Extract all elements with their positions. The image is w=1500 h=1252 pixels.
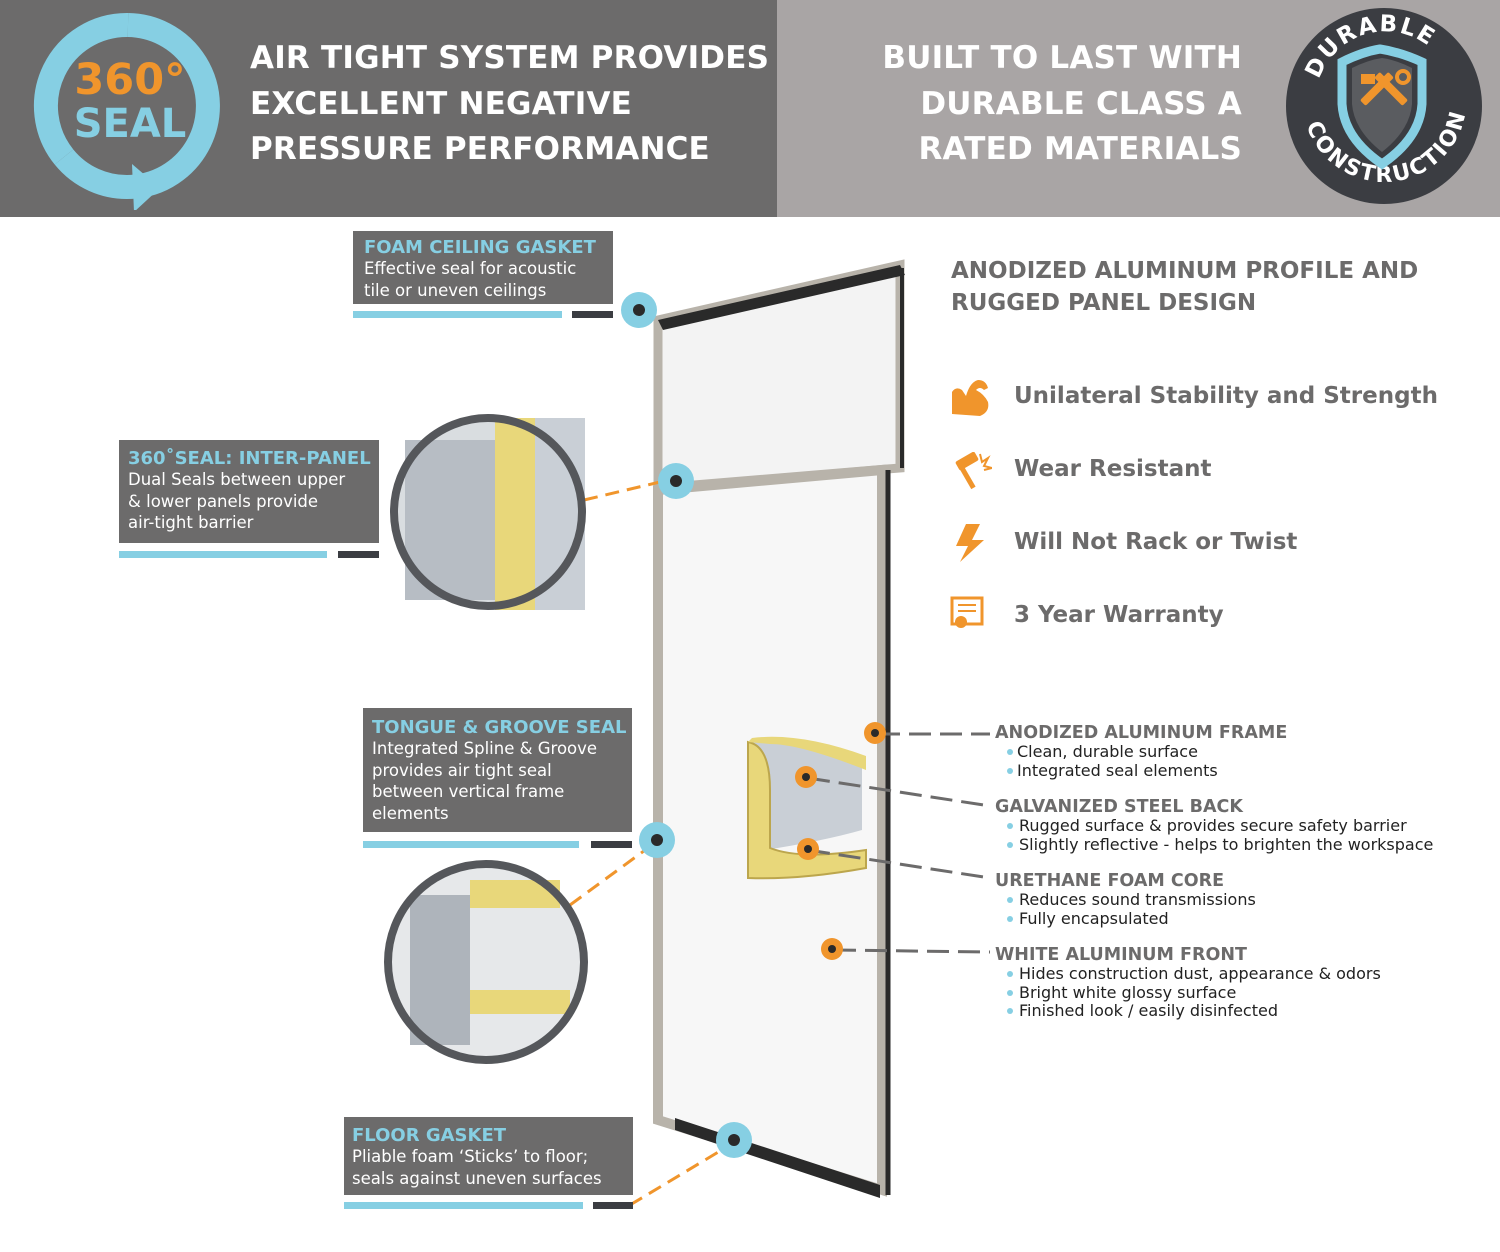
360-seal-badge <box>34 12 220 210</box>
callout-line: between vertical frame <box>372 782 565 801</box>
right-headline: BUILT TO LAST WITH DURABLE CLASS A RATED… <box>842 36 1242 173</box>
left-headline-line: AIR TIGHT SYSTEM PROVIDES <box>250 40 770 76</box>
material-entry-white-front: WHITE ALUMINUM FRONT Hides construction … <box>995 946 1381 1021</box>
callout-line: Dual Seals between upper <box>128 470 346 489</box>
callout-line: elements <box>372 803 449 823</box>
blue-marker <box>716 1122 752 1158</box>
panel-diagram <box>384 259 991 1207</box>
warranty-certificate-icon <box>950 596 984 628</box>
feature-label: 3 Year Warranty <box>1014 602 1224 628</box>
features-heading-line: ANODIZED ALUMINUM PROFILE AND <box>951 258 1419 284</box>
foam-ceiling-callout: FOAM CEILING GASKET Effective seal for a… <box>353 231 613 304</box>
material-entry-foam: URETHANE FOAM CORE Reduces sound transmi… <box>995 872 1256 928</box>
dark-underline-bar <box>593 1202 633 1209</box>
leader-lines <box>807 732 991 954</box>
blue-marker <box>639 822 675 858</box>
material-entry-frame: ANODIZED ALUMINUM FRAME Clean, durable s… <box>995 724 1287 780</box>
callout-line: tile or uneven ceilings <box>364 280 547 300</box>
right-headline-line: RATED MATERIALS <box>918 131 1242 167</box>
blue-marker <box>658 463 694 499</box>
material-bullet: Slightly reflective - helps to brighten … <box>995 835 1433 855</box>
material-bullet: Clean, durable surface <box>995 742 1287 762</box>
feature-label: Will Not Rack or Twist <box>1014 529 1298 555</box>
material-bullet: Bright white glossy surface <box>995 983 1381 1003</box>
left-headline-line: EXCELLENT NEGATIVE <box>250 85 633 122</box>
blue-underline-bar <box>363 841 579 848</box>
callout-line: & lower panels provide <box>128 491 319 511</box>
material-bullet: Rugged surface & provides secure safety … <box>995 816 1433 836</box>
blue-marker <box>621 292 657 328</box>
floor-gasket-callout: FLOOR GASKET Pliable foam ‘Sticks’ to fl… <box>344 1117 633 1195</box>
callout-line: air-tight barrier <box>128 513 254 532</box>
tongue-groove-callout: TONGUE & GROOVE SEAL Integrated Spline &… <box>363 708 632 832</box>
callout-title: FOAM CEILING GASKET <box>364 237 596 258</box>
inter-panel-callout: 360˚SEAL: INTER-PANEL Dual Seals between… <box>119 440 379 543</box>
callout-title: FLOOR GASKET <box>352 1125 507 1146</box>
right-headline-line: BUILT TO LAST WITH <box>882 40 1242 76</box>
feature-label: Wear Resistant <box>1014 456 1212 482</box>
flexed-arm-icon <box>952 380 989 416</box>
material-bullet: Reduces sound transmissions <box>995 890 1256 910</box>
orange-marker <box>864 722 886 744</box>
orange-marker <box>795 766 817 788</box>
tongue-groove-zoom-circle <box>384 860 588 1064</box>
left-headline-line: PRESSURE PERFORMANCE <box>250 131 710 167</box>
durable-construction-badge: DURABLE CONSTRUCTION <box>1286 8 1482 204</box>
inter-panel-zoom-circle <box>390 414 586 610</box>
dark-underline-bar <box>591 841 632 848</box>
seal-badge-number: 360° <box>74 55 186 105</box>
material-title: WHITE ALUMINUM FRONT <box>995 945 1247 965</box>
material-bullet: Fully encapsulated <box>995 909 1256 929</box>
callout-title: 360˚SEAL: INTER-PANEL <box>128 448 371 469</box>
left-headline: AIR TIGHT SYSTEM PROVIDES EXCELLENT NEGA… <box>250 36 769 173</box>
twist-icon <box>956 524 984 562</box>
material-title: GALVANIZED STEEL BACK <box>995 797 1243 817</box>
orange-leader-lines <box>569 480 731 1207</box>
material-bullet: Finished look / easily disinfected <box>995 1001 1381 1021</box>
material-bullet: Integrated seal elements <box>995 761 1287 781</box>
blue-underline-bar <box>353 311 562 318</box>
callout-line: Integrated Spline & Groove <box>372 739 598 758</box>
features-heading-line: RUGGED PANEL DESIGN <box>951 290 1257 316</box>
orange-marker <box>821 938 843 960</box>
callout-line: seals against uneven surfaces <box>352 1168 602 1188</box>
seal-badge-word: SEAL <box>73 101 187 147</box>
material-title: ANODIZED ALUMINUM FRAME <box>995 723 1288 743</box>
right-headline-line: DURABLE CLASS A <box>920 85 1242 122</box>
feature-label: Unilateral Stability and Strength <box>1014 383 1438 409</box>
panel-cutaway <box>747 736 867 880</box>
callout-title: TONGUE & GROOVE SEAL <box>372 717 627 738</box>
dark-underline-bar <box>338 551 379 558</box>
dark-underline-bar <box>572 311 613 318</box>
blue-underline-bar <box>119 551 327 558</box>
callout-line: provides air tight seal <box>372 760 552 780</box>
tools-icon <box>1360 69 1411 106</box>
callout-line: Pliable foam ‘Sticks’ to floor; <box>352 1147 589 1166</box>
ceiling-gasket-strip <box>658 265 905 330</box>
blue-underline-bar <box>344 1202 583 1209</box>
orange-marker <box>797 838 819 860</box>
hammer-icon <box>955 452 992 490</box>
material-bullet: Hides construction dust, appearance & od… <box>995 964 1381 984</box>
features-heading: ANODIZED ALUMINUM PROFILE AND RUGGED PAN… <box>951 255 1418 319</box>
material-title: URETHANE FOAM CORE <box>995 871 1225 891</box>
material-entry-steel: GALVANIZED STEEL BACK Rugged surface & p… <box>995 798 1433 854</box>
callout-line: Effective seal for acoustic <box>364 259 577 278</box>
